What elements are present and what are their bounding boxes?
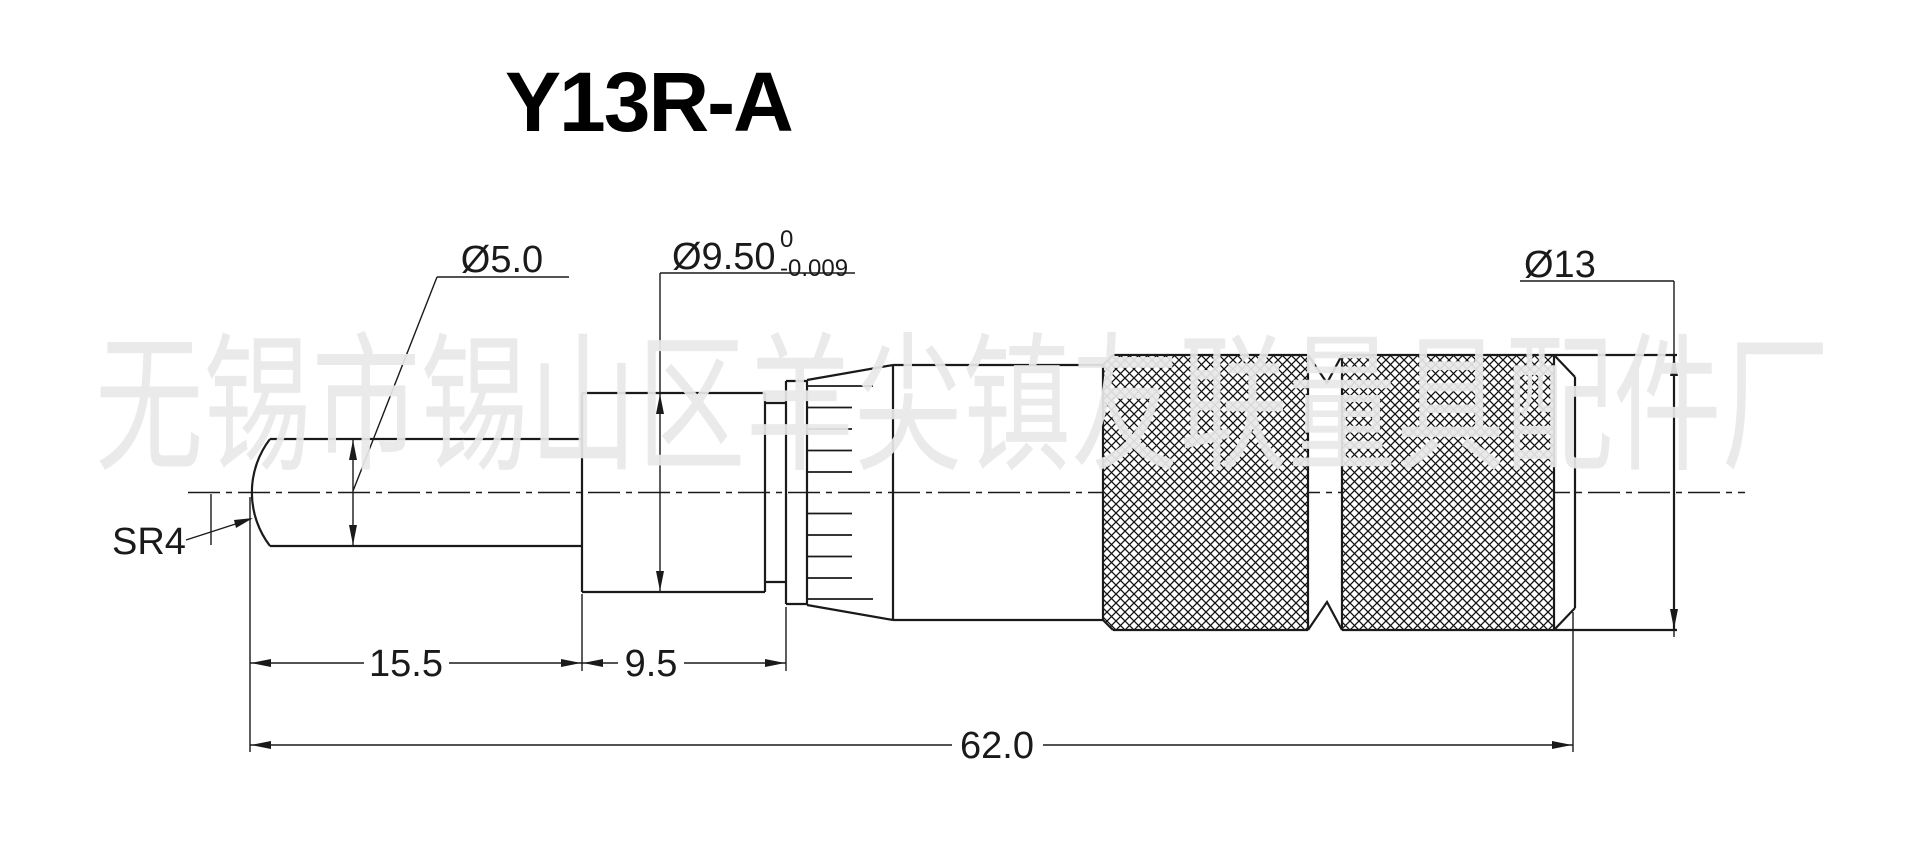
spindle-outline [250,437,582,548]
dim-stem-length-label: 9.5 [625,643,678,685]
dim-spindle-diameter: Ø5.0 [349,239,569,545]
arrowhead [349,525,357,545]
arrowhead [765,659,785,667]
arrowhead [561,659,581,667]
graduation-ticks [808,385,873,600]
thimble-bevel-outline [805,363,895,622]
dim-outer-diameter: Ø13 [1520,244,1678,637]
arrowhead [1670,609,1678,629]
arrowhead [1552,741,1572,749]
extension-lines [249,497,1574,752]
thimble-body-outline [893,363,1103,622]
arrowhead [656,571,664,591]
dim-tip-length: 15.5 [250,643,582,685]
arrowhead [349,440,357,460]
watermark-text: 无锡市锡山区羊尖镇友联量具配件厂 [95,322,1830,490]
groove-outline [1307,354,1343,631]
dim-stem-diameter-label: Ø9.50 [672,236,776,278]
ring-section-outline [784,379,807,606]
step-section-outline [765,401,786,584]
dim-overall-length-label: 62.0 [960,725,1034,767]
dim-tip-length-label: 15.5 [369,643,443,685]
stem-outline [580,391,767,594]
dim-stem-diameter-tolerance-lower: -0.009 [780,255,848,282]
knurl-section-2-hatch [1342,355,1554,630]
arrowhead [583,659,603,667]
knurl-section-1-hatch [1103,355,1308,630]
dim-tip-radius: SR4 [112,518,253,563]
arrowhead [251,741,271,749]
dim-tip-radius-label: SR4 [112,521,186,563]
dim-stem-diameter-tolerance-upper: 0 [780,226,793,253]
knurl-section-1-outline [1101,353,1310,632]
drawing-title: Y13R-A [505,55,792,149]
arrowhead [251,659,271,667]
dim-outer-diameter-label: Ø13 [1524,244,1596,286]
dim-stem-length: 9.5 [582,643,786,685]
knurl-section-2-and-endcap-outline [1340,353,1677,632]
arrowhead [234,518,253,528]
arrowhead [1670,356,1678,376]
dim-spindle-diameter-label: Ø5.0 [461,239,543,281]
arrowhead [656,394,664,414]
dim-stem-diameter: Ø9.50 0 -0.009 [656,226,855,591]
dim-overall-length: 62.0 [250,725,1573,767]
